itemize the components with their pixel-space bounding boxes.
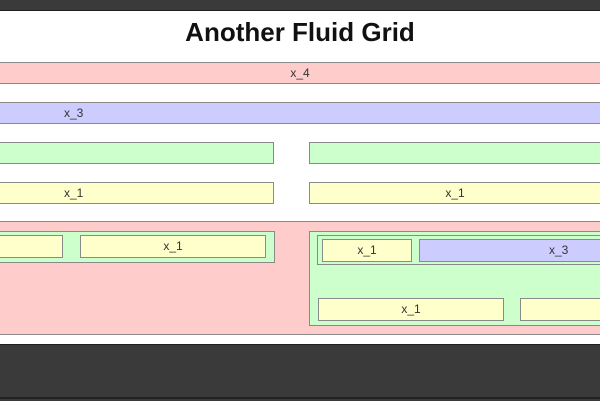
row-x4-bar: x_4	[0, 62, 600, 84]
nested-right-bottom-right-box	[520, 298, 600, 321]
top-window-bar	[0, 0, 600, 11]
nested-right-bottom-left-box: x_1	[318, 298, 504, 321]
nested-left-box-b: x_1	[80, 235, 266, 258]
nested-right-top-left-box: x_1	[322, 239, 412, 262]
bottom-panel	[0, 344, 600, 401]
row-x1-left-label: x_1	[64, 186, 84, 200]
row-green-left-bar	[0, 142, 274, 164]
nested-right-bottom-left-label: x_1	[401, 302, 421, 316]
row-x1-right-bar: x_1	[309, 182, 600, 204]
row-x1-right-label: x_1	[445, 186, 465, 200]
row-x1-left-bar: x_1	[0, 182, 274, 204]
nested-left-box-a	[0, 235, 63, 258]
nested-right-top-left-label: x_1	[357, 243, 377, 257]
row-x4-label: x_4	[290, 66, 310, 80]
row-x3-bar: x_3	[0, 102, 600, 124]
bottom-panel-divider	[0, 397, 600, 399]
row-green-right-bar	[309, 142, 600, 164]
page-title: Another Fluid Grid	[185, 17, 415, 47]
nested-right-top-right-label: x_3	[549, 243, 569, 257]
nested-right-top-right-box: x_3	[419, 239, 600, 262]
row-x3-label: x_3	[64, 106, 84, 120]
nested-left-box-b-label: x_1	[163, 239, 183, 253]
